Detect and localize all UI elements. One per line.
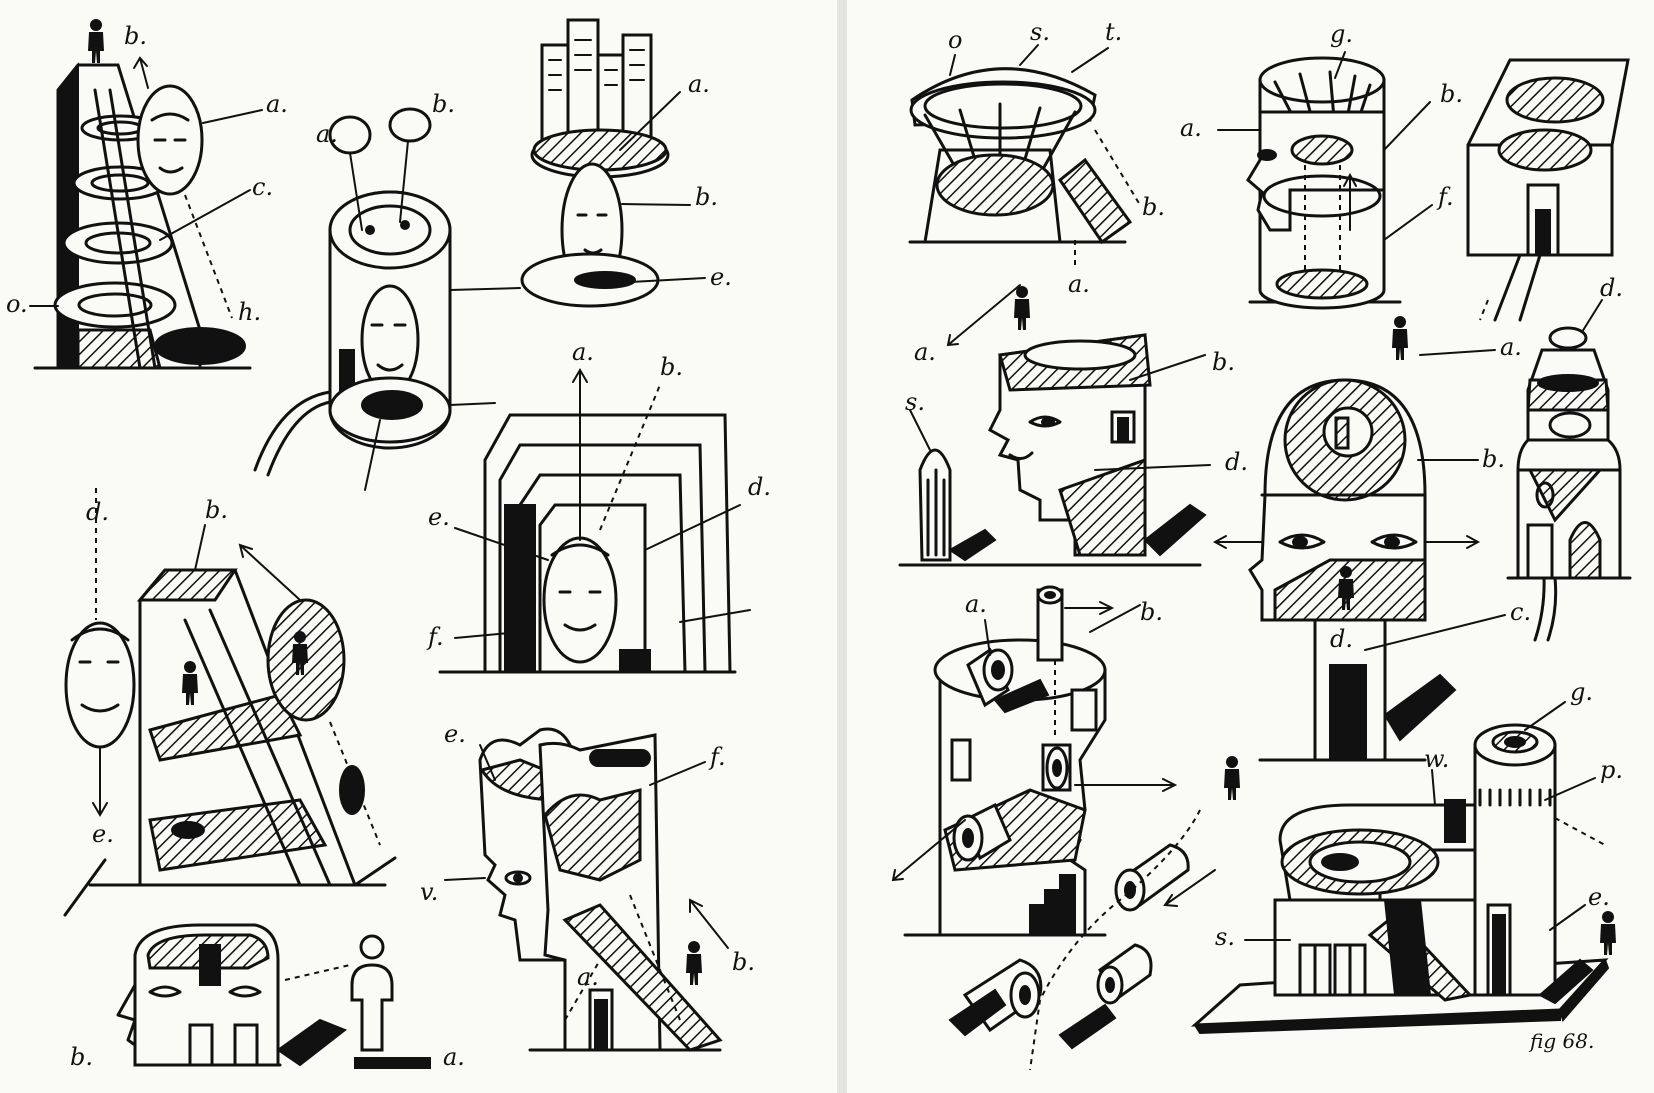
label-g: g. <box>1330 20 1353 48</box>
arrow-b <box>133 56 149 89</box>
label-c: c. <box>252 173 273 201</box>
label-d: d. <box>1225 448 1248 476</box>
label-e: e. <box>710 263 732 291</box>
label-t: t. <box>1105 18 1122 46</box>
profile-heads-stair: e. f. v. a. b. <box>420 720 755 1052</box>
tower-cast-shadow <box>154 327 246 365</box>
label-f: f. <box>426 623 444 651</box>
label-b: b. <box>1440 80 1463 108</box>
tower-base-hatch <box>76 328 162 370</box>
label-d: d. <box>1600 274 1623 302</box>
bowl-rim <box>909 80 1097 140</box>
tower-with-rings: b. a. c. o. h. <box>6 19 288 370</box>
person-on-tower <box>88 19 104 63</box>
label-w: w. <box>1424 745 1449 773</box>
label-d: d. <box>86 498 109 526</box>
glass-box-house <box>1466 58 1630 322</box>
label-d: d. <box>1330 625 1353 653</box>
label-o: o <box>948 26 962 54</box>
figure-caption: fig 68. <box>1528 1029 1594 1053</box>
head-building: a. b. s. d. <box>898 284 1248 567</box>
nested-frames-face: a. b. d. e. f. <box>426 338 771 674</box>
label-a: a. <box>572 338 594 366</box>
label-a: a. <box>316 120 338 148</box>
label-h: h. <box>238 298 261 326</box>
label-b: b. <box>1482 445 1505 473</box>
label-o: o. <box>6 290 28 318</box>
label-e: e. <box>444 720 466 748</box>
label-b: b. <box>695 183 718 211</box>
label-a: a. <box>577 963 599 991</box>
label-s: s. <box>1215 923 1235 951</box>
person-on-head <box>1014 286 1030 330</box>
dashed-guide <box>184 194 233 319</box>
round-head-tower: a. b. c. d. <box>1212 316 1531 762</box>
person-on-round-head <box>1392 316 1408 360</box>
label-a: a. <box>443 1043 465 1071</box>
glass-head-tower: g. a. b. f. <box>1180 20 1463 310</box>
label-b: b. <box>124 22 147 50</box>
label-d: d. <box>748 473 771 501</box>
label-b: b. <box>432 90 455 118</box>
label-e: e. <box>92 820 114 848</box>
label-s: s. <box>905 388 925 416</box>
cylinder-head-rolls: a. b. <box>891 585 1240 1071</box>
label-b: b. <box>1142 193 1165 221</box>
face-pod <box>64 621 136 749</box>
city-on-head: a. b. e. <box>520 18 732 308</box>
arrow-b <box>599 384 661 531</box>
label-f: f. <box>1436 183 1454 211</box>
label-c: c. <box>1510 598 1531 626</box>
slanted-tower-pods: d. b. e. <box>63 488 397 917</box>
label-s: s. <box>1030 18 1050 46</box>
label-a: a. <box>1500 333 1522 361</box>
domed-tower: d. <box>1506 274 1632 642</box>
walking-person <box>1224 756 1240 800</box>
label-a: a. <box>965 590 987 618</box>
platform-complex: w. g. p. e. s. <box>1190 678 1623 1035</box>
leader-c <box>159 189 251 241</box>
arrow-a <box>572 368 588 541</box>
person-by-stair <box>686 941 702 985</box>
label-p: p. <box>1600 756 1623 784</box>
label-a: a. <box>688 70 710 98</box>
label-b: b. <box>205 496 228 524</box>
label-v: v. <box>420 878 438 906</box>
label-a: a. <box>1068 270 1090 298</box>
label-b: b. <box>1140 598 1163 626</box>
label-a: a. <box>1180 114 1202 142</box>
floating-face-capsule <box>136 84 204 196</box>
label-g: g. <box>1570 678 1593 706</box>
leader-a <box>202 109 263 124</box>
ring-floor-4 <box>53 281 177 329</box>
label-b: b. <box>1212 348 1235 376</box>
label-a: a. <box>914 338 936 366</box>
cylinder-with-face: a. b. <box>253 90 521 491</box>
balloon-b <box>388 107 432 143</box>
label-b: b. <box>660 353 683 381</box>
label-a: a. <box>266 90 288 118</box>
person-on-platform <box>1600 911 1616 955</box>
face-oval <box>542 536 618 664</box>
label-b: b. <box>70 1043 93 1071</box>
frame-shadow <box>504 504 536 673</box>
label-e: e. <box>1588 883 1610 911</box>
label-b: b. <box>732 948 755 976</box>
face-house: b. a. <box>70 923 465 1071</box>
label-f: f. <box>708 743 726 771</box>
label-e: e. <box>428 503 450 531</box>
path-road <box>253 390 332 477</box>
arrow-e <box>92 747 108 817</box>
bowl-structure: o s. t. b. a. <box>908 18 1165 298</box>
